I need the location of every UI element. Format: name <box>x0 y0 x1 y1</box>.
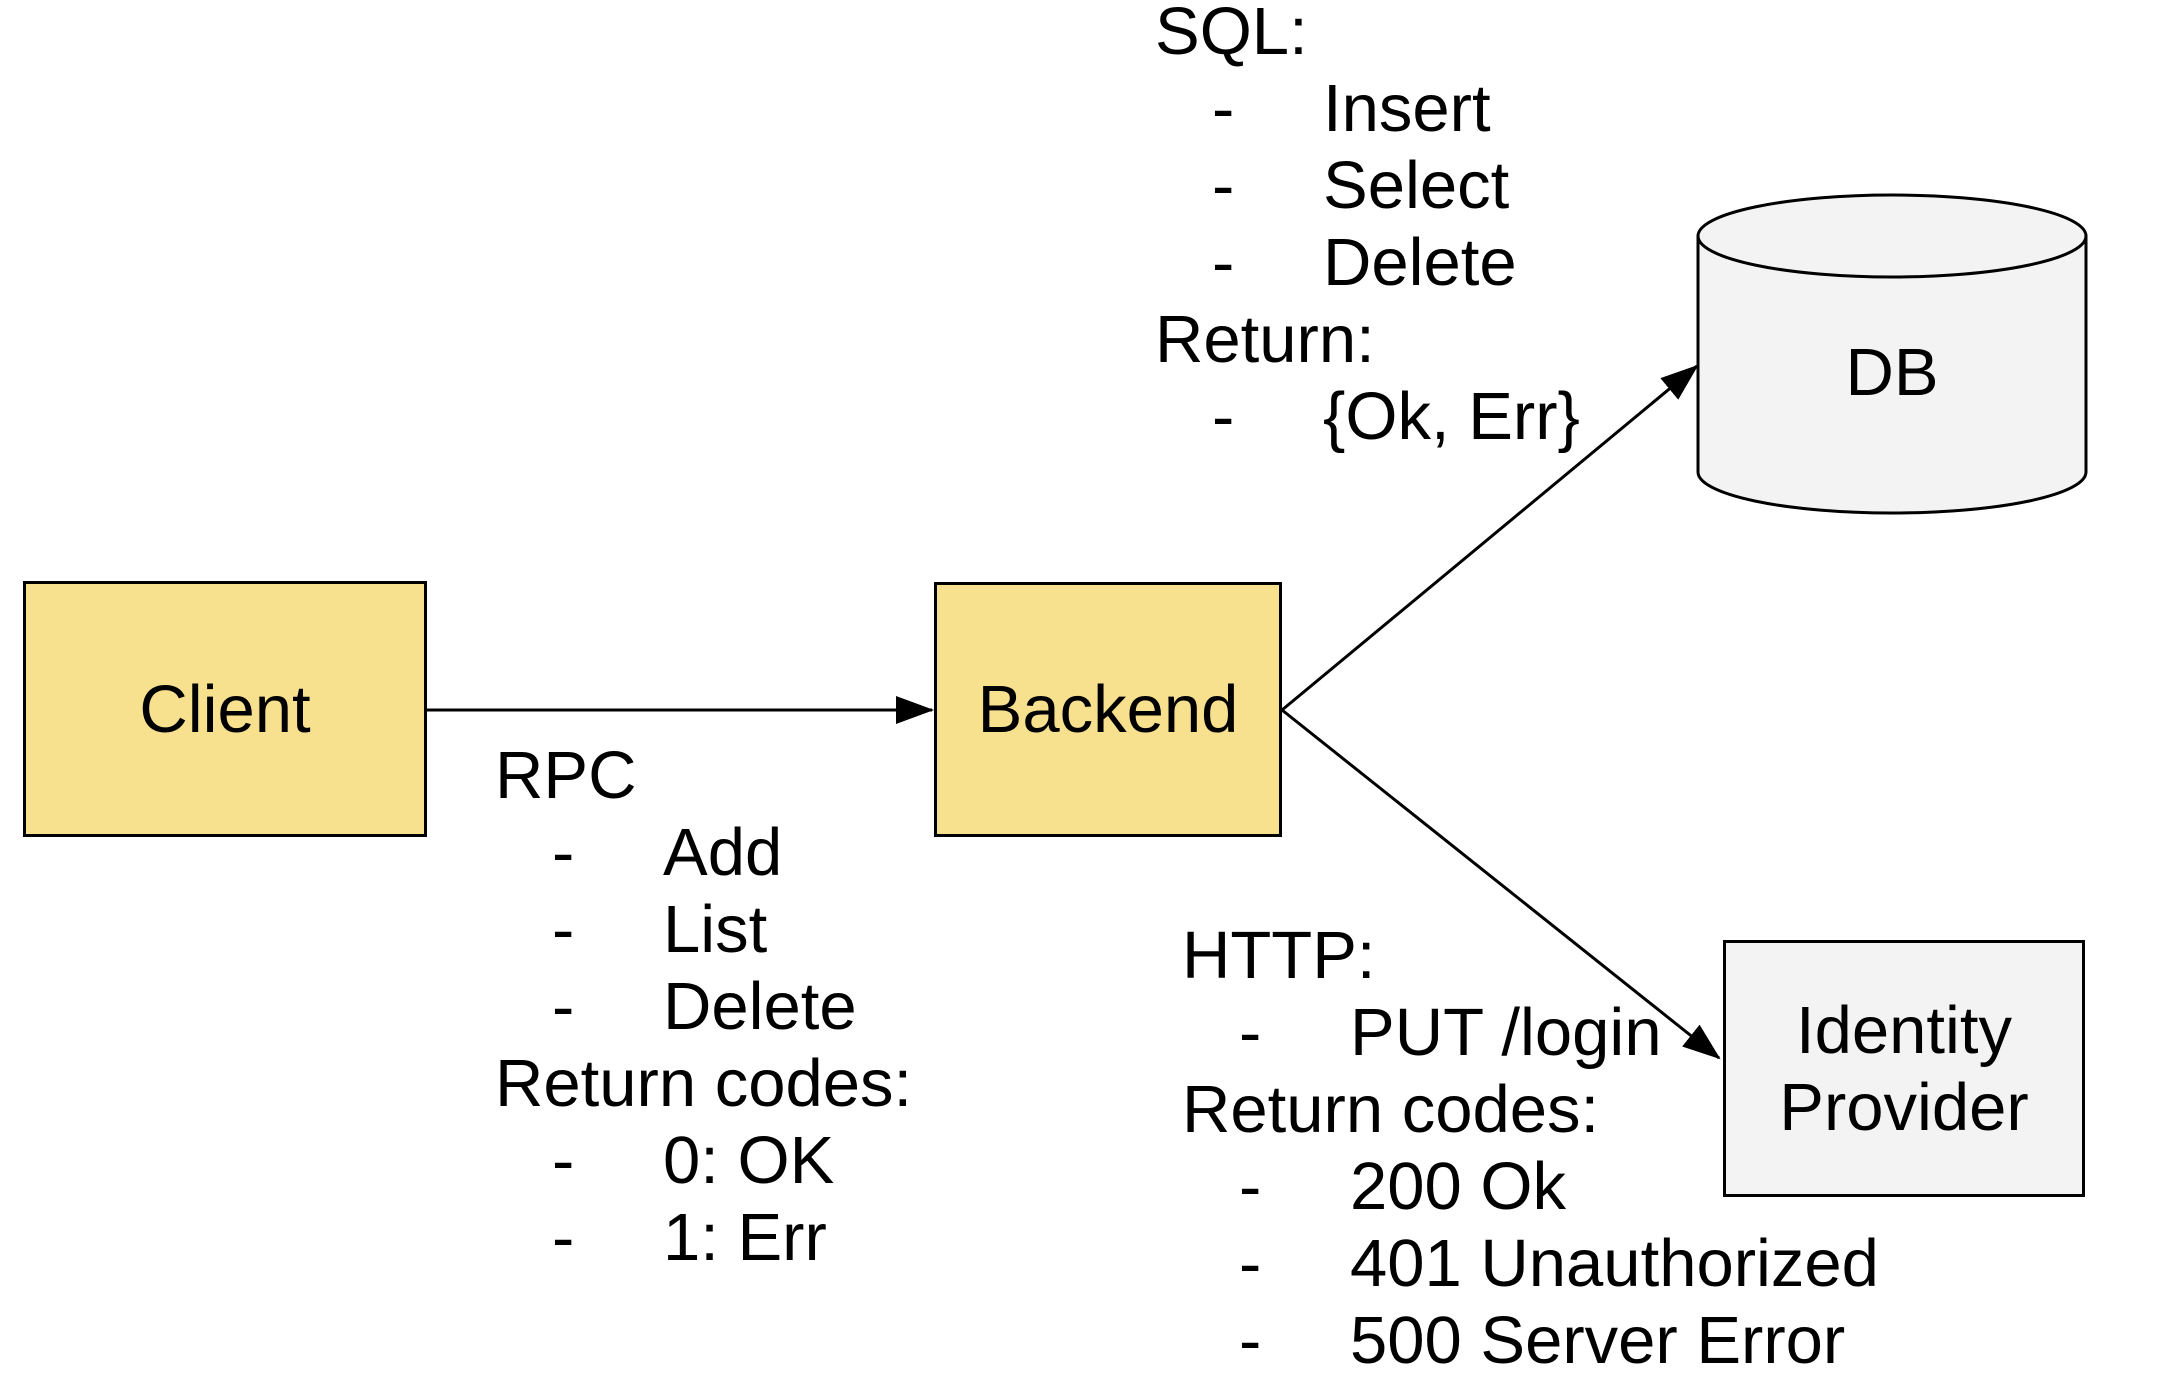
bullet-dash: - <box>1212 379 1235 454</box>
annotation-item-text: Add <box>663 815 783 890</box>
annotation-item-text: 1: Err <box>663 1200 827 1275</box>
annotation-header: RPC <box>495 738 637 813</box>
annotation-item: - {Ok, Err} <box>1155 378 1580 455</box>
annotation-item: - Delete <box>495 968 912 1045</box>
edge-backend-db <box>1281 364 1699 712</box>
bullet-dash: - <box>1212 71 1235 146</box>
annotation-item-text: Delete <box>663 969 857 1044</box>
annotation-header: SQL: <box>1155 0 1308 69</box>
bullet-dash: - <box>552 892 575 967</box>
db-cylinder-top <box>1696 193 2088 279</box>
annotation-header: Return codes: <box>495 1046 913 1121</box>
annotation-item: - Select <box>1155 147 1580 224</box>
backend-node: Backend <box>934 582 1282 837</box>
annotation-item: - 0: OK <box>495 1122 912 1199</box>
annotation-header: Return: <box>1155 302 1375 377</box>
edge-backend-identity-provider <box>1281 708 1721 1060</box>
annotation-item: - List <box>495 891 912 968</box>
backend-node-label: Backend <box>977 672 1239 747</box>
annotation-header: Return codes: <box>1182 1072 1600 1147</box>
bullet-dash: - <box>1239 1303 1262 1378</box>
annotation-item-text: 401 Unauthorized <box>1350 1226 1879 1301</box>
annotation-item: - PUT /login <box>1182 994 1879 1071</box>
annotation-item-text: PUT /login <box>1350 995 1662 1070</box>
annotation-item-text: 500 Server Error <box>1350 1303 1846 1378</box>
annotation-item: - 200 Ok <box>1182 1148 1879 1225</box>
bullet-dash: - <box>552 969 575 1044</box>
annotation-header: HTTP: <box>1182 918 1376 993</box>
annotation-item-text: Delete <box>1323 225 1517 300</box>
sql-annotation: SQL: - Insert - Select - Delete Return: - {O… <box>1155 0 1580 455</box>
annotation-item-text: {Ok, Err} <box>1323 379 1580 454</box>
db-node-label: DB <box>1845 335 1939 410</box>
annotation-item-text: 200 Ok <box>1350 1149 1567 1224</box>
identity-provider-node-label: Identity Provider <box>1779 992 2029 1145</box>
bullet-dash: - <box>1239 1226 1262 1301</box>
identity-provider-node: Identity Provider <box>1723 940 2085 1197</box>
bullet-dash: - <box>1239 1149 1262 1224</box>
rpc-annotation: RPC - Add - List - Delete Return codes: - 0:… <box>495 737 912 1276</box>
annotation-item-text: List <box>663 892 768 967</box>
client-node: Client <box>23 581 427 837</box>
bullet-dash: - <box>552 815 575 890</box>
annotation-item: - Add <box>495 814 912 891</box>
db-cylinder-body <box>1696 236 2088 515</box>
annotation-item: - Insert <box>1155 70 1580 147</box>
bullet-dash: - <box>552 1200 575 1275</box>
bullet-dash: - <box>552 1123 575 1198</box>
annotation-item: - Delete <box>1155 224 1580 301</box>
annotation-item-text: Select <box>1323 148 1510 223</box>
annotation-item: - 1: Err <box>495 1199 912 1276</box>
bullet-dash: - <box>1212 148 1235 223</box>
annotation-item: - 401 Unauthorized <box>1182 1225 1879 1302</box>
client-node-label: Client <box>139 671 311 747</box>
annotation-item-text: Insert <box>1323 71 1491 146</box>
annotation-item-text: 0: OK <box>663 1123 835 1198</box>
annotation-item: - 500 Server Error <box>1182 1302 1879 1379</box>
http-annotation: HTTP: -PUT /login Return codes: -200 Ok … <box>1182 917 1879 1379</box>
bullet-dash: - <box>1212 225 1235 300</box>
bullet-dash: - <box>1239 995 1262 1070</box>
